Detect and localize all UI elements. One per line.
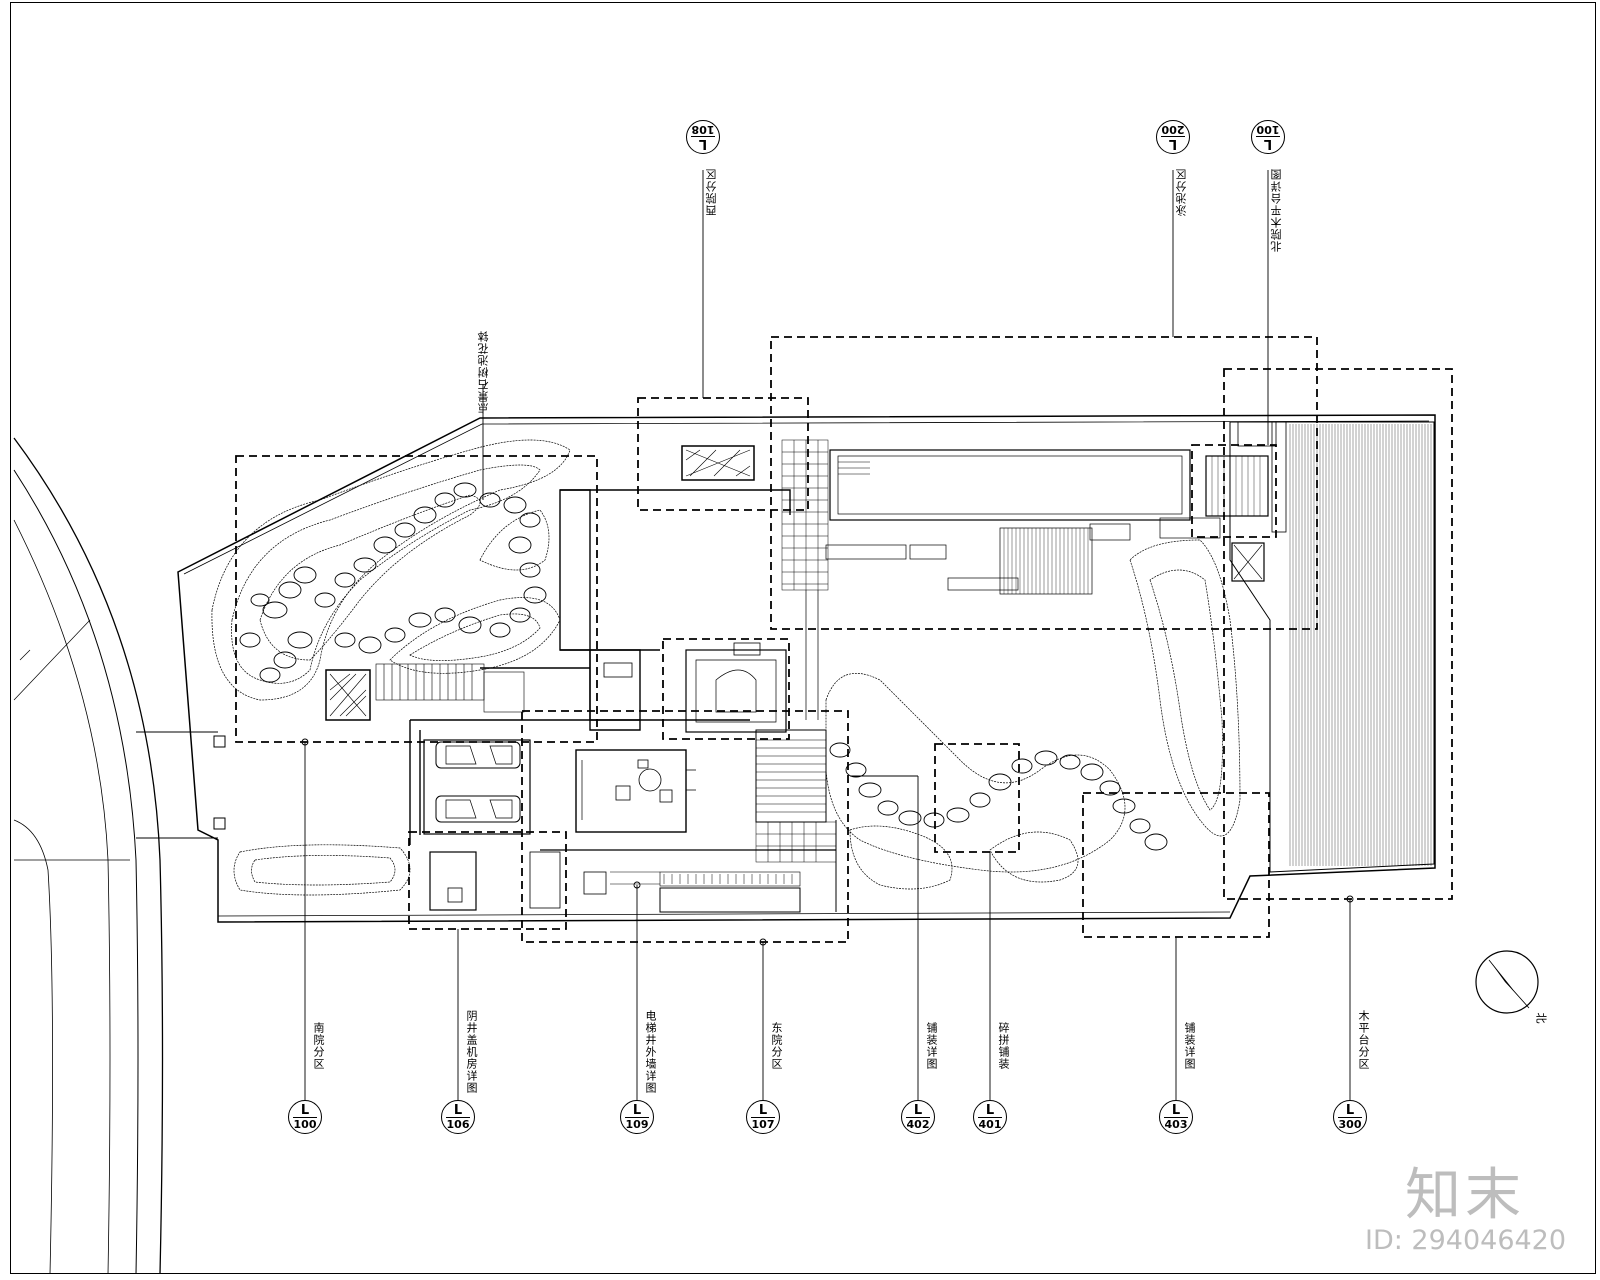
road-arc-mid xyxy=(13,469,139,1275)
north-arrow-icon xyxy=(1475,950,1539,1014)
north-deck xyxy=(1229,421,1435,873)
site-boundary xyxy=(177,414,1436,923)
zone-deck xyxy=(1223,368,1453,900)
callout-label: 碎拼铺装 xyxy=(997,1022,1010,1070)
callout-sheet: 100 xyxy=(293,1118,317,1131)
east-stairs xyxy=(755,729,827,823)
callout-code: L xyxy=(1168,136,1178,151)
zone-machine-room xyxy=(408,831,567,930)
garage xyxy=(423,739,531,835)
callout-label: 北院木平台详图 xyxy=(1270,168,1283,252)
deck-boards xyxy=(1289,424,1432,866)
callout-sheet: 109 xyxy=(625,1118,649,1131)
drawing-frame xyxy=(10,2,1596,1274)
callout-code: L xyxy=(1171,1103,1181,1118)
west-stairs xyxy=(375,663,525,713)
callout-label: 木平台分区 xyxy=(1357,1010,1370,1070)
zone-west-court xyxy=(637,397,809,511)
zone-east-court xyxy=(521,710,849,943)
brand-id: ID: 294046420 xyxy=(1365,1225,1567,1256)
callout-bubble[interactable]: L 200 xyxy=(1156,120,1190,154)
zone-south-court xyxy=(235,455,598,743)
callout-label: 铺装详图 xyxy=(925,1022,938,1070)
callout-bubble[interactable]: L 403 xyxy=(1159,1100,1193,1134)
callout-bubble[interactable]: L 107 xyxy=(746,1100,780,1134)
callout-bubble[interactable]: L 100 xyxy=(288,1100,322,1134)
callout-sheet: 401 xyxy=(978,1118,1002,1131)
callout-sheet: 108 xyxy=(691,123,715,136)
callout-code: L xyxy=(1345,1103,1355,1118)
callout-sheet: 106 xyxy=(446,1118,470,1131)
callout-sheet: 403 xyxy=(1164,1118,1188,1131)
callout-sheet: 107 xyxy=(751,1118,775,1131)
zone-entry xyxy=(662,638,790,740)
pool xyxy=(829,449,1191,521)
callout-bubble[interactable]: L 100 xyxy=(1251,120,1285,154)
callout-code: L xyxy=(758,1103,768,1118)
zone-north-deck-detail xyxy=(1191,444,1277,538)
callout-bubble[interactable]: L 401 xyxy=(973,1100,1007,1134)
callout-bubble[interactable]: L 109 xyxy=(620,1100,654,1134)
callout-code: L xyxy=(632,1103,642,1118)
north-label: 北 xyxy=(1534,1012,1548,1024)
callout-sheet: 402 xyxy=(906,1118,930,1131)
callout-label: 电梯井外墙详图 xyxy=(644,1010,657,1094)
house xyxy=(409,489,791,845)
callout-sheet: 300 xyxy=(1338,1118,1362,1131)
callout-label: 泳池分区 xyxy=(1175,168,1188,216)
callout-code: L xyxy=(1263,136,1273,151)
callout-code: L xyxy=(300,1103,310,1118)
road-arc-outer xyxy=(13,437,164,1275)
callout-label: 南院分区 xyxy=(312,1022,325,1070)
callout-label: 铺装详图 xyxy=(1183,1022,1196,1070)
west-stepping-stones xyxy=(239,482,547,683)
callout-bubble[interactable]: L 106 xyxy=(441,1100,475,1134)
callout-label: 西院分区 xyxy=(705,168,718,216)
zone-crazy-paving xyxy=(934,743,1020,853)
zone-pool xyxy=(770,336,1318,630)
callout-code: L xyxy=(985,1103,995,1118)
callout-code: L xyxy=(913,1103,923,1118)
callout-sheet: 200 xyxy=(1161,123,1185,136)
zone-paving-403 xyxy=(1082,792,1270,938)
callout-code: L xyxy=(698,136,708,151)
road-arc-inner xyxy=(13,519,111,1275)
callout-bubble[interactable]: L 402 xyxy=(901,1100,935,1134)
callout-sheet: 100 xyxy=(1256,123,1280,136)
callout-code: L xyxy=(453,1103,463,1118)
planters xyxy=(325,445,1265,721)
tile-paving xyxy=(755,439,837,863)
brand-logo: 知末 xyxy=(1405,1163,1525,1228)
callout-bubble[interactable]: L 108 xyxy=(686,120,720,154)
callout-bubble[interactable]: L 300 xyxy=(1333,1100,1367,1134)
east-stepping-stones xyxy=(829,742,1168,851)
callout-label: 东院分区 xyxy=(770,1022,783,1070)
road-arc-edge xyxy=(13,819,53,1275)
callout-label: 阴井盖机房详图 xyxy=(465,1010,478,1094)
central-room xyxy=(575,749,696,833)
plant-note: 点景石树池花钵 xyxy=(477,330,490,414)
